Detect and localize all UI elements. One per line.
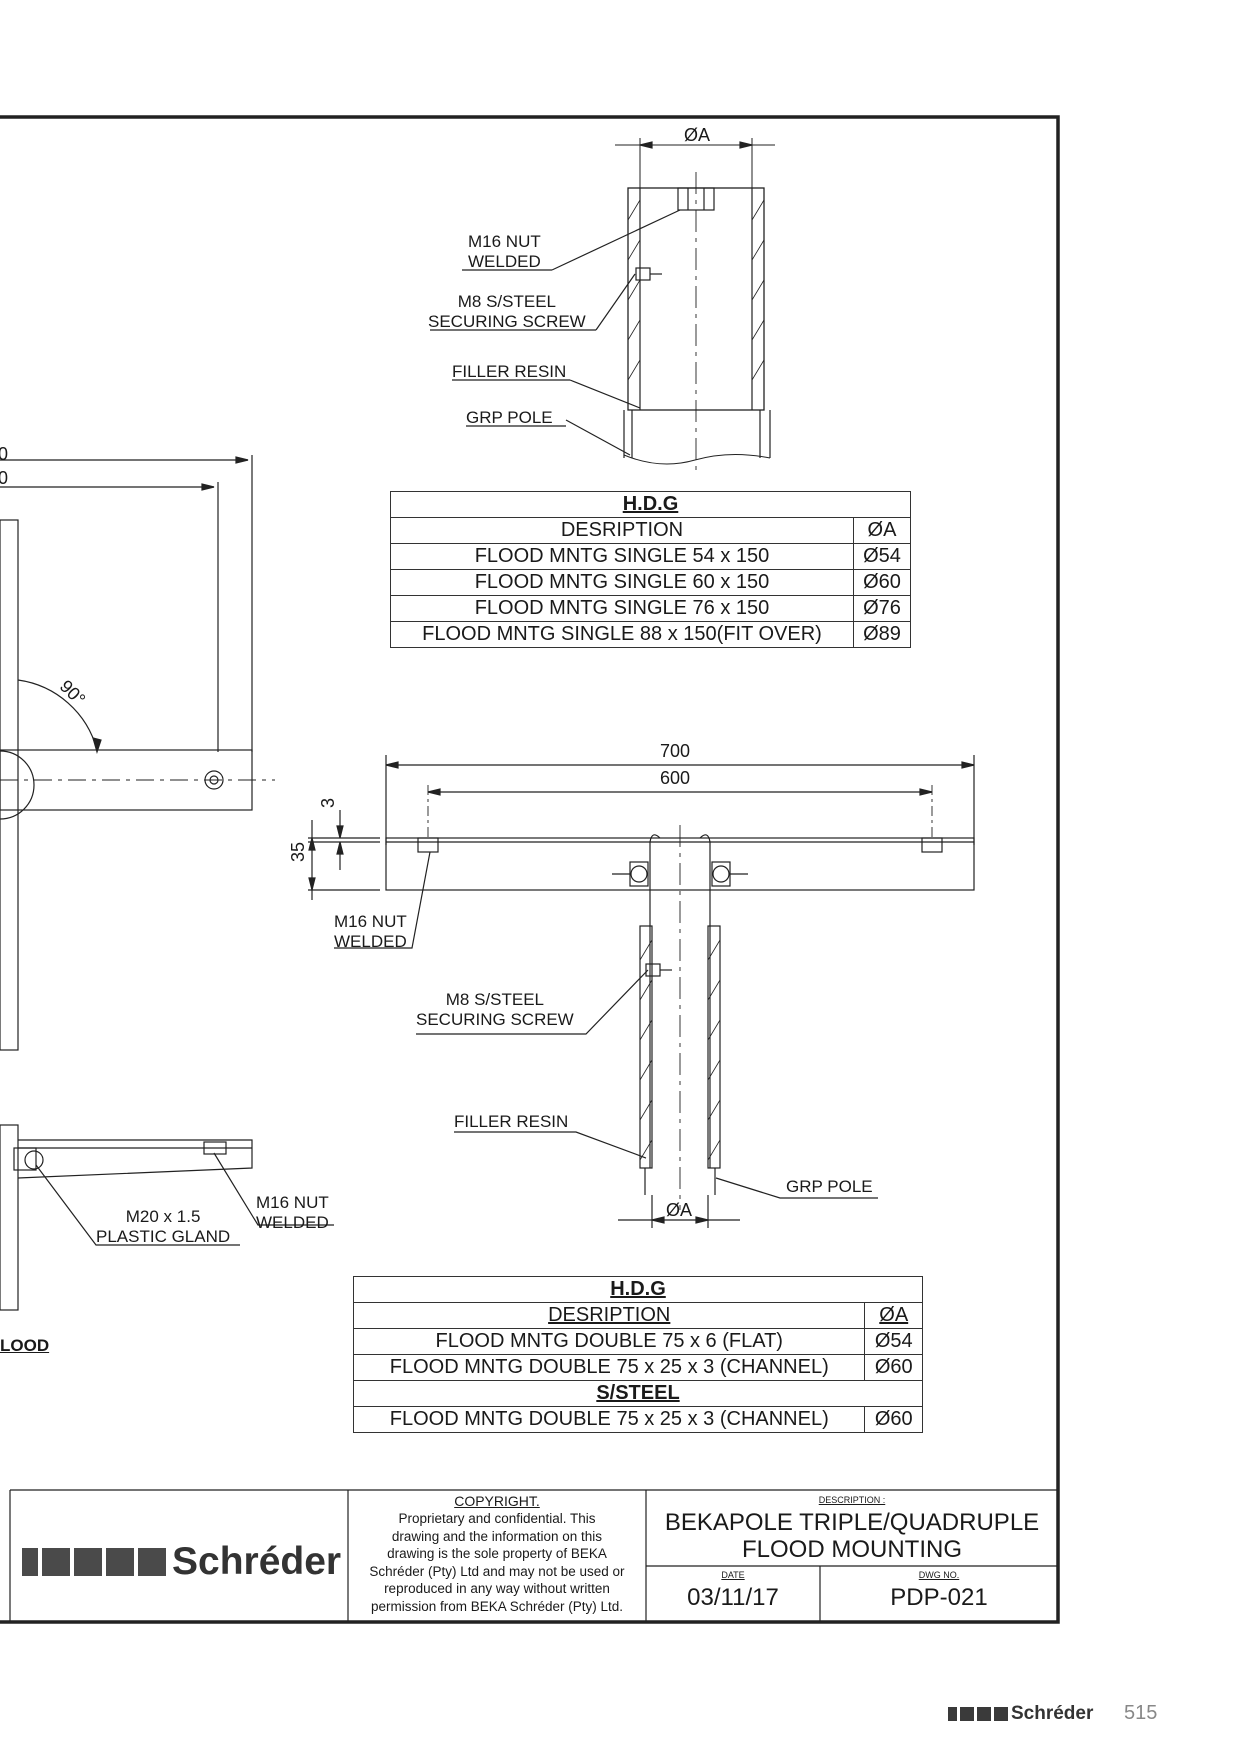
dimension-fragment-1: 0 bbox=[0, 444, 9, 464]
brand-name: Schréder bbox=[172, 1540, 342, 1583]
filler-resin-label: FILLER RESIN bbox=[452, 362, 567, 381]
description-line-2: FLOOD MOUNTING bbox=[742, 1536, 962, 1563]
single-mount-detail bbox=[430, 138, 775, 470]
row-description: FLOOD MNTG SINGLE 76 x 150 bbox=[390, 595, 854, 622]
single-mount-table: H.D.G DESRIPTION ØA FLOOD MNTG SINGLE 54… bbox=[390, 491, 912, 648]
cross-mount-detail-partial bbox=[0, 455, 334, 1311]
row-description: FLOOD MNTG DOUBLE 75 x 25 x 3 (CHANNEL) bbox=[352, 1406, 866, 1433]
date-label: DATE bbox=[721, 1570, 745, 1580]
dimension-3: 3 bbox=[318, 797, 338, 808]
copyright-line: drawing is the sole property of BEKA bbox=[387, 1546, 607, 1561]
left-caption-fragment: LOOD bbox=[0, 1336, 50, 1355]
dimension-700: 700 bbox=[660, 741, 691, 761]
tee-filler-resin-label: FILLER RESIN bbox=[454, 1112, 569, 1131]
copyright-text: Proprietary and confidential. This drawi… bbox=[348, 1510, 646, 1615]
drawing-number: PDP-021 bbox=[890, 1584, 988, 1611]
m8-screw-label: M8 S/STEEL SECURING SCREW bbox=[428, 292, 586, 331]
tee-diameter-a: ØA bbox=[666, 1200, 693, 1220]
row-description: FLOOD MNTG DOUBLE 75 x 25 x 3 (CHANNEL) bbox=[352, 1354, 866, 1381]
footer-brand: Schréder bbox=[1011, 1703, 1094, 1724]
table-heading: H.D.G bbox=[353, 1276, 923, 1303]
copyright-line: reproduced in any way without written bbox=[384, 1581, 610, 1596]
table-row: FLOOD MNTG SINGLE 88 x 150(FIT OVER)Ø89 bbox=[390, 621, 912, 648]
row-diameter: Ø54 bbox=[864, 1328, 923, 1355]
row-description: FLOOD MNTG SINGLE 60 x 150 bbox=[390, 569, 854, 596]
row-diameter: Ø76 bbox=[852, 595, 912, 622]
table-heading: H.D.G bbox=[390, 491, 911, 518]
grp-pole-label: GRP POLE bbox=[466, 408, 553, 427]
dimension-35: 35 bbox=[288, 841, 308, 862]
row-diameter: Ø89 bbox=[852, 621, 912, 648]
column-header-description: DESRIPTION bbox=[352, 1302, 866, 1329]
column-header-diameter: ØA bbox=[852, 517, 912, 544]
column-header-description: DESRIPTION bbox=[390, 517, 854, 544]
tee-m16-nut-label: M16 NUT WELDED bbox=[334, 912, 407, 951]
row-diameter: Ø54 bbox=[852, 543, 912, 570]
copyright-title: COPYRIGHT. bbox=[454, 1493, 540, 1509]
copyright-line: drawing and the information on this bbox=[391, 1528, 603, 1544]
description-line-1: BEKAPOLE TRIPLE/QUADRUPLE bbox=[664, 1509, 1040, 1536]
table-row: FLOOD MNTG DOUBLE 75 x 6 (FLAT)Ø54 bbox=[352, 1328, 923, 1355]
copyright-line: Proprietary and confidential. This bbox=[398, 1511, 596, 1526]
dimension-fragment-2: 0 bbox=[0, 468, 9, 488]
table-row: FLOOD MNTG DOUBLE 75 x 25 x 3 (CHANNEL)Ø… bbox=[352, 1406, 923, 1433]
tee-grp-pole-label: GRP POLE bbox=[786, 1177, 873, 1196]
m16-nut-label: M16 NUT WELDED bbox=[468, 232, 541, 271]
row-diameter: Ø60 bbox=[852, 569, 912, 596]
tee-m8-screw-label: M8 S/STEEL SECURING SCREW bbox=[416, 990, 574, 1029]
row-diameter: Ø60 bbox=[864, 1354, 923, 1381]
beka-logo-mark bbox=[22, 1548, 166, 1576]
row-description: FLOOD MNTG SINGLE 88 x 150(FIT OVER) bbox=[390, 621, 854, 648]
double-mount-detail bbox=[308, 755, 975, 1228]
copyright-line: permission from BEKA Schréder (Pty) Ltd. bbox=[370, 1598, 624, 1614]
left-m16-nut-label: M16 NUT WELDED bbox=[256, 1193, 329, 1232]
footer-beka-logo bbox=[948, 1707, 1008, 1721]
copyright-line: Schréder (Pty) Ltd and may not be used o… bbox=[369, 1563, 625, 1579]
column-header-diameter: ØA bbox=[864, 1302, 923, 1329]
plastic-gland-label: M20 x 1.5 PLASTIC GLAND bbox=[96, 1207, 231, 1246]
row-diameter: Ø60 bbox=[864, 1406, 923, 1433]
description-label: DESCRIPTION : bbox=[818, 1495, 886, 1505]
date-value: 03/11/17 bbox=[687, 1584, 779, 1611]
drawing-frame bbox=[0, 115, 1060, 1624]
row-description: FLOOD MNTG DOUBLE 75 x 6 (FLAT) bbox=[352, 1328, 866, 1355]
table-row: FLOOD MNTG DOUBLE 75 x 25 x 3 (CHANNEL)Ø… bbox=[352, 1354, 923, 1381]
page-number: 515 bbox=[1124, 1702, 1158, 1724]
table-subheading: S/STEEL bbox=[353, 1380, 923, 1407]
row-description: FLOOD MNTG SINGLE 54 x 150 bbox=[390, 543, 854, 570]
dimension-600: 600 bbox=[660, 768, 691, 788]
diameter-a-label: ØA bbox=[684, 125, 711, 145]
double-mount-table: H.D.G DESRIPTION ØA FLOOD MNTG DOUBLE 75… bbox=[352, 1276, 923, 1433]
drawing-number-label: DWG NO. bbox=[918, 1570, 960, 1580]
